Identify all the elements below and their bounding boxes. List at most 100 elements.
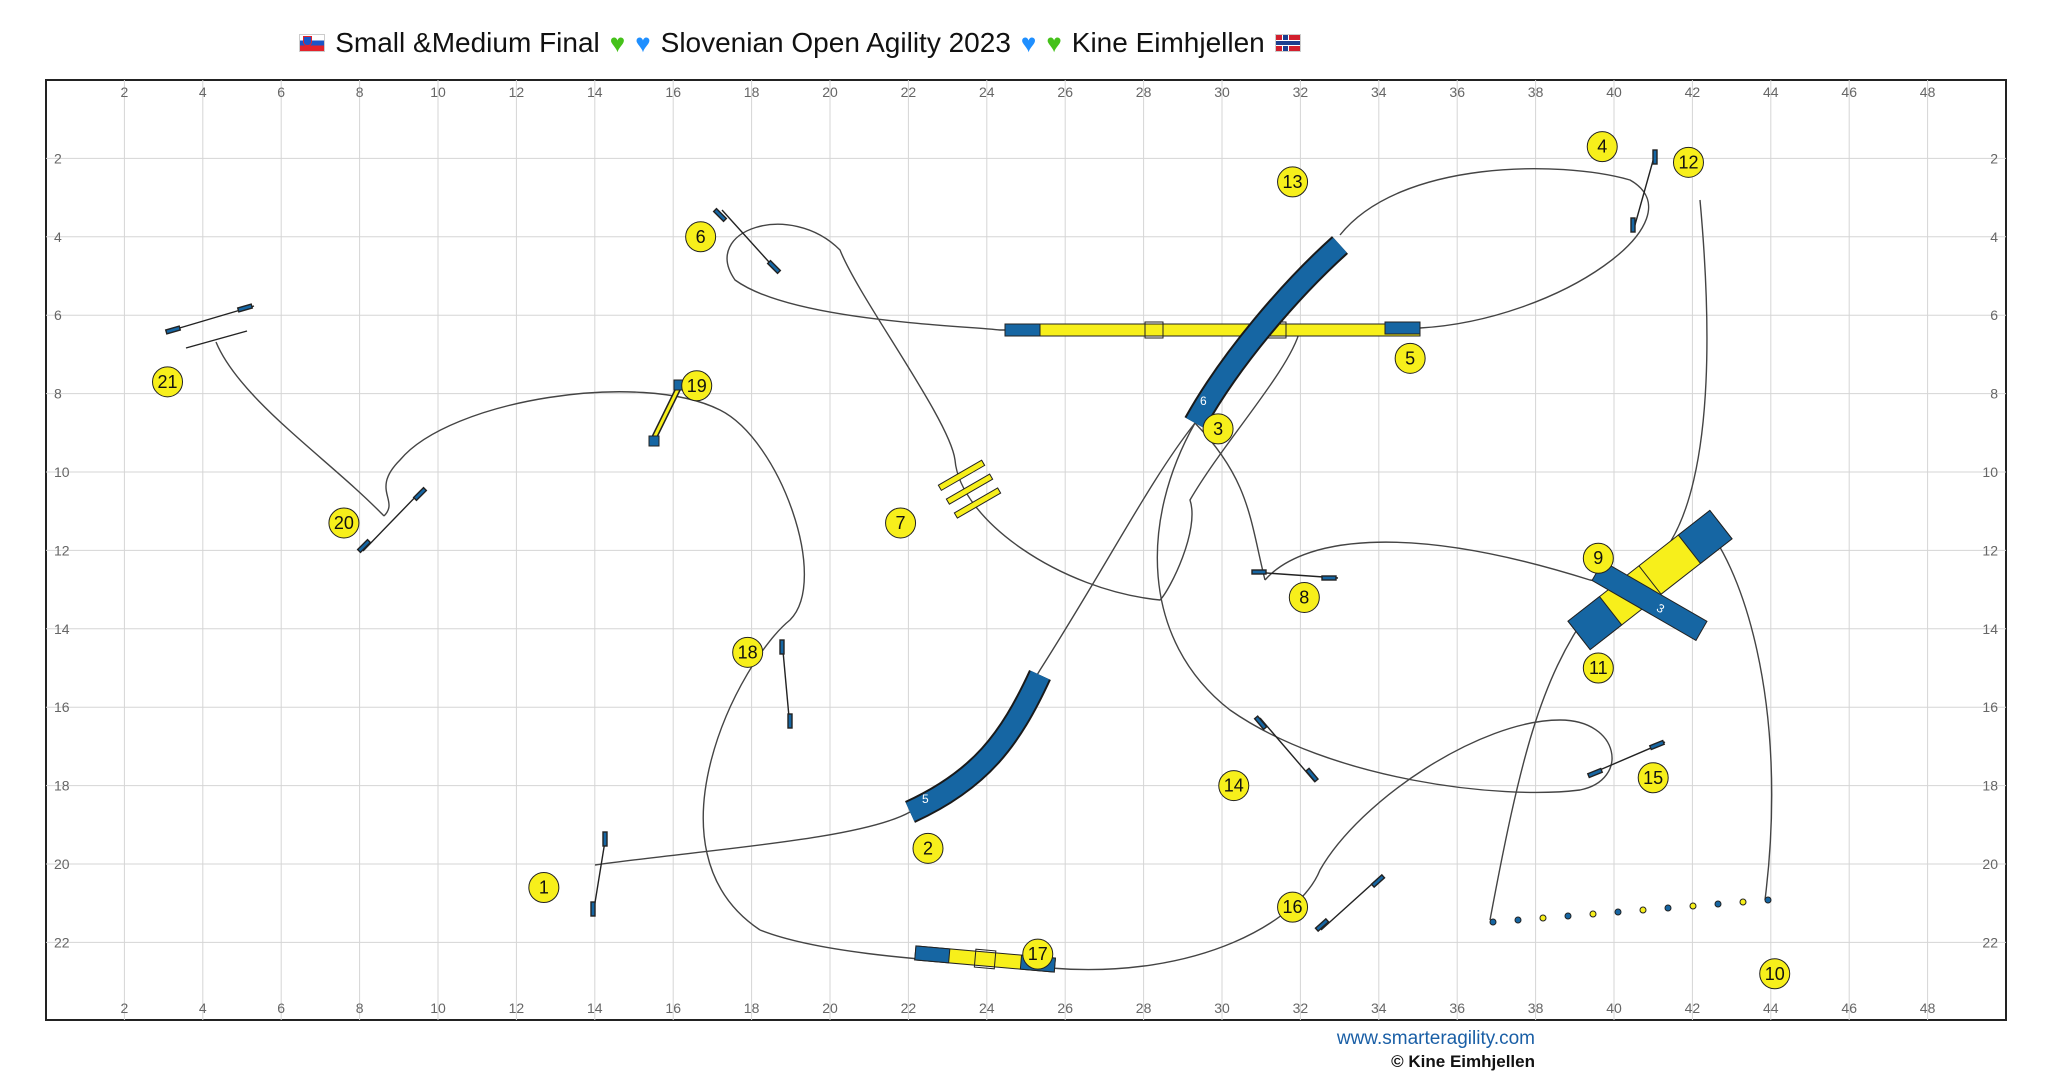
title-part-3: Kine Eimhjellen [1071, 27, 1265, 58]
number-marker-label: 20 [334, 513, 354, 533]
number-marker-label: 1 [539, 878, 549, 898]
number-marker-circle [1202, 413, 1234, 445]
green-heart-icon: ♥ [609, 28, 626, 58]
y-tick-label-right: 16 [1982, 699, 1998, 715]
number-marker-circle [1277, 891, 1309, 923]
y-tick-label-left: 4 [54, 229, 62, 245]
y-tick-label-right: 2 [1990, 150, 1998, 166]
tunnel-5-label: 5 [922, 792, 929, 806]
y-tick-label-left: 18 [54, 778, 70, 794]
number-marker-18: 18 [732, 636, 764, 668]
tunnel-5: 5 [904, 669, 1051, 823]
a-frame [1567, 509, 1733, 651]
x-tick-label-bottom: 14 [587, 1000, 603, 1016]
number-marker-14: 14 [1218, 770, 1250, 802]
jump-8 [1251, 569, 1339, 581]
number-marker-circle [1582, 542, 1614, 574]
x-tick-label-top: 20 [822, 84, 838, 100]
number-marker-label: 5 [1405, 348, 1415, 368]
y-tick-label-left: 16 [54, 699, 70, 715]
number-marker-label: 14 [1224, 776, 1244, 796]
number-marker-15: 15 [1637, 762, 1669, 794]
y-tick-label-right: 4 [1990, 229, 1998, 245]
x-tick-label-bottom: 10 [430, 1000, 446, 1016]
x-tick-label-top: 4 [199, 84, 207, 100]
number-marker-circle [1586, 131, 1618, 163]
x-tick-label-bottom: 34 [1371, 1000, 1387, 1016]
footer-url[interactable]: www.smarteragility.com [1336, 1028, 1535, 1049]
x-tick-label-bottom: 20 [822, 1000, 838, 1016]
number-marker-circle [732, 636, 764, 668]
tire-jump-19 [648, 379, 685, 447]
x-tick-label-top: 38 [1528, 84, 1544, 100]
x-tick-label-bottom: 24 [979, 1000, 995, 1016]
number-marker-label: 13 [1283, 172, 1303, 192]
x-tick-label-top: 48 [1920, 84, 1936, 100]
number-marker-16: 16 [1277, 891, 1309, 923]
number-marker-circle [1582, 652, 1614, 684]
x-tick-label-bottom: 18 [744, 1000, 760, 1016]
number-marker-11: 11 [1582, 652, 1614, 684]
spread-jump-7 [937, 459, 1002, 519]
x-tick-label-bottom: 30 [1214, 1000, 1230, 1016]
grid [46, 80, 2006, 1020]
x-tick-label-top: 2 [121, 84, 129, 100]
x-tick-label-top: 32 [1293, 84, 1309, 100]
title-part-1: Small &Medium Final [335, 27, 600, 58]
number-marker-label: 8 [1299, 587, 1309, 607]
x-tick-label-bottom: 36 [1449, 1000, 1465, 1016]
number-marker-circle [1394, 342, 1426, 374]
number-marker-12: 12 [1672, 146, 1704, 178]
number-marker-circle [328, 507, 360, 539]
jump-14 [1253, 715, 1320, 783]
number-marker-circle [1637, 762, 1669, 794]
number-marker-label: 10 [1765, 964, 1785, 984]
x-tick-label-bottom: 22 [901, 1000, 917, 1016]
x-tick-label-top: 26 [1057, 84, 1073, 100]
number-marker-circle [1759, 958, 1791, 990]
weave-poles [1489, 896, 1772, 926]
number-marker-10: 10 [1759, 958, 1791, 990]
jumps [164, 149, 1666, 933]
number-marker-circle [1288, 581, 1320, 613]
y-tick-label-left: 20 [54, 856, 70, 872]
x-tick-label-bottom: 44 [1763, 1000, 1779, 1016]
number-marker-circle [1277, 166, 1309, 198]
x-tick-label-bottom: 16 [665, 1000, 681, 1016]
y-tick-label-left: 22 [54, 934, 70, 950]
x-tick-label-bottom: 2 [121, 1000, 129, 1016]
x-tick-label-bottom: 12 [509, 1000, 525, 1016]
number-marker-circle [885, 507, 917, 539]
number-marker-label: 21 [158, 372, 178, 392]
number-marker-1: 1 [528, 872, 560, 904]
number-marker-label: 3 [1213, 419, 1223, 439]
y-tick-label-right: 8 [1990, 386, 1998, 402]
y-tick-label-right: 10 [1982, 464, 1998, 480]
number-marker-8: 8 [1288, 581, 1320, 613]
tunnel-6: 6 [1184, 236, 1349, 429]
number-marker-2: 2 [912, 832, 944, 864]
y-tick-label-left: 6 [54, 307, 62, 323]
number-marker-3: 3 [1202, 413, 1234, 445]
axis-ticks: 2244668810101212141416161818202022222424… [54, 84, 1998, 1016]
number-marker-13: 13 [1277, 166, 1309, 198]
x-tick-label-top: 44 [1763, 84, 1779, 100]
number-marker-label: 6 [696, 227, 706, 247]
y-tick-label-right: 14 [1982, 621, 1998, 637]
number-marker-21: 21 [152, 366, 184, 398]
number-marker-4: 4 [1586, 131, 1618, 163]
number-marker-circle [528, 872, 560, 904]
x-tick-label-top: 24 [979, 84, 995, 100]
number-marker-9: 9 [1582, 542, 1614, 574]
number-marker-circle [912, 832, 944, 864]
x-tick-label-bottom: 32 [1293, 1000, 1309, 1016]
number-marker-7: 7 [885, 507, 917, 539]
x-tick-label-bottom: 42 [1685, 1000, 1701, 1016]
number-marker-label: 9 [1593, 548, 1603, 568]
number-marker-19: 19 [681, 370, 713, 402]
x-tick-label-bottom: 8 [356, 1000, 364, 1016]
x-tick-label-top: 12 [509, 84, 525, 100]
x-tick-label-top: 40 [1606, 84, 1622, 100]
